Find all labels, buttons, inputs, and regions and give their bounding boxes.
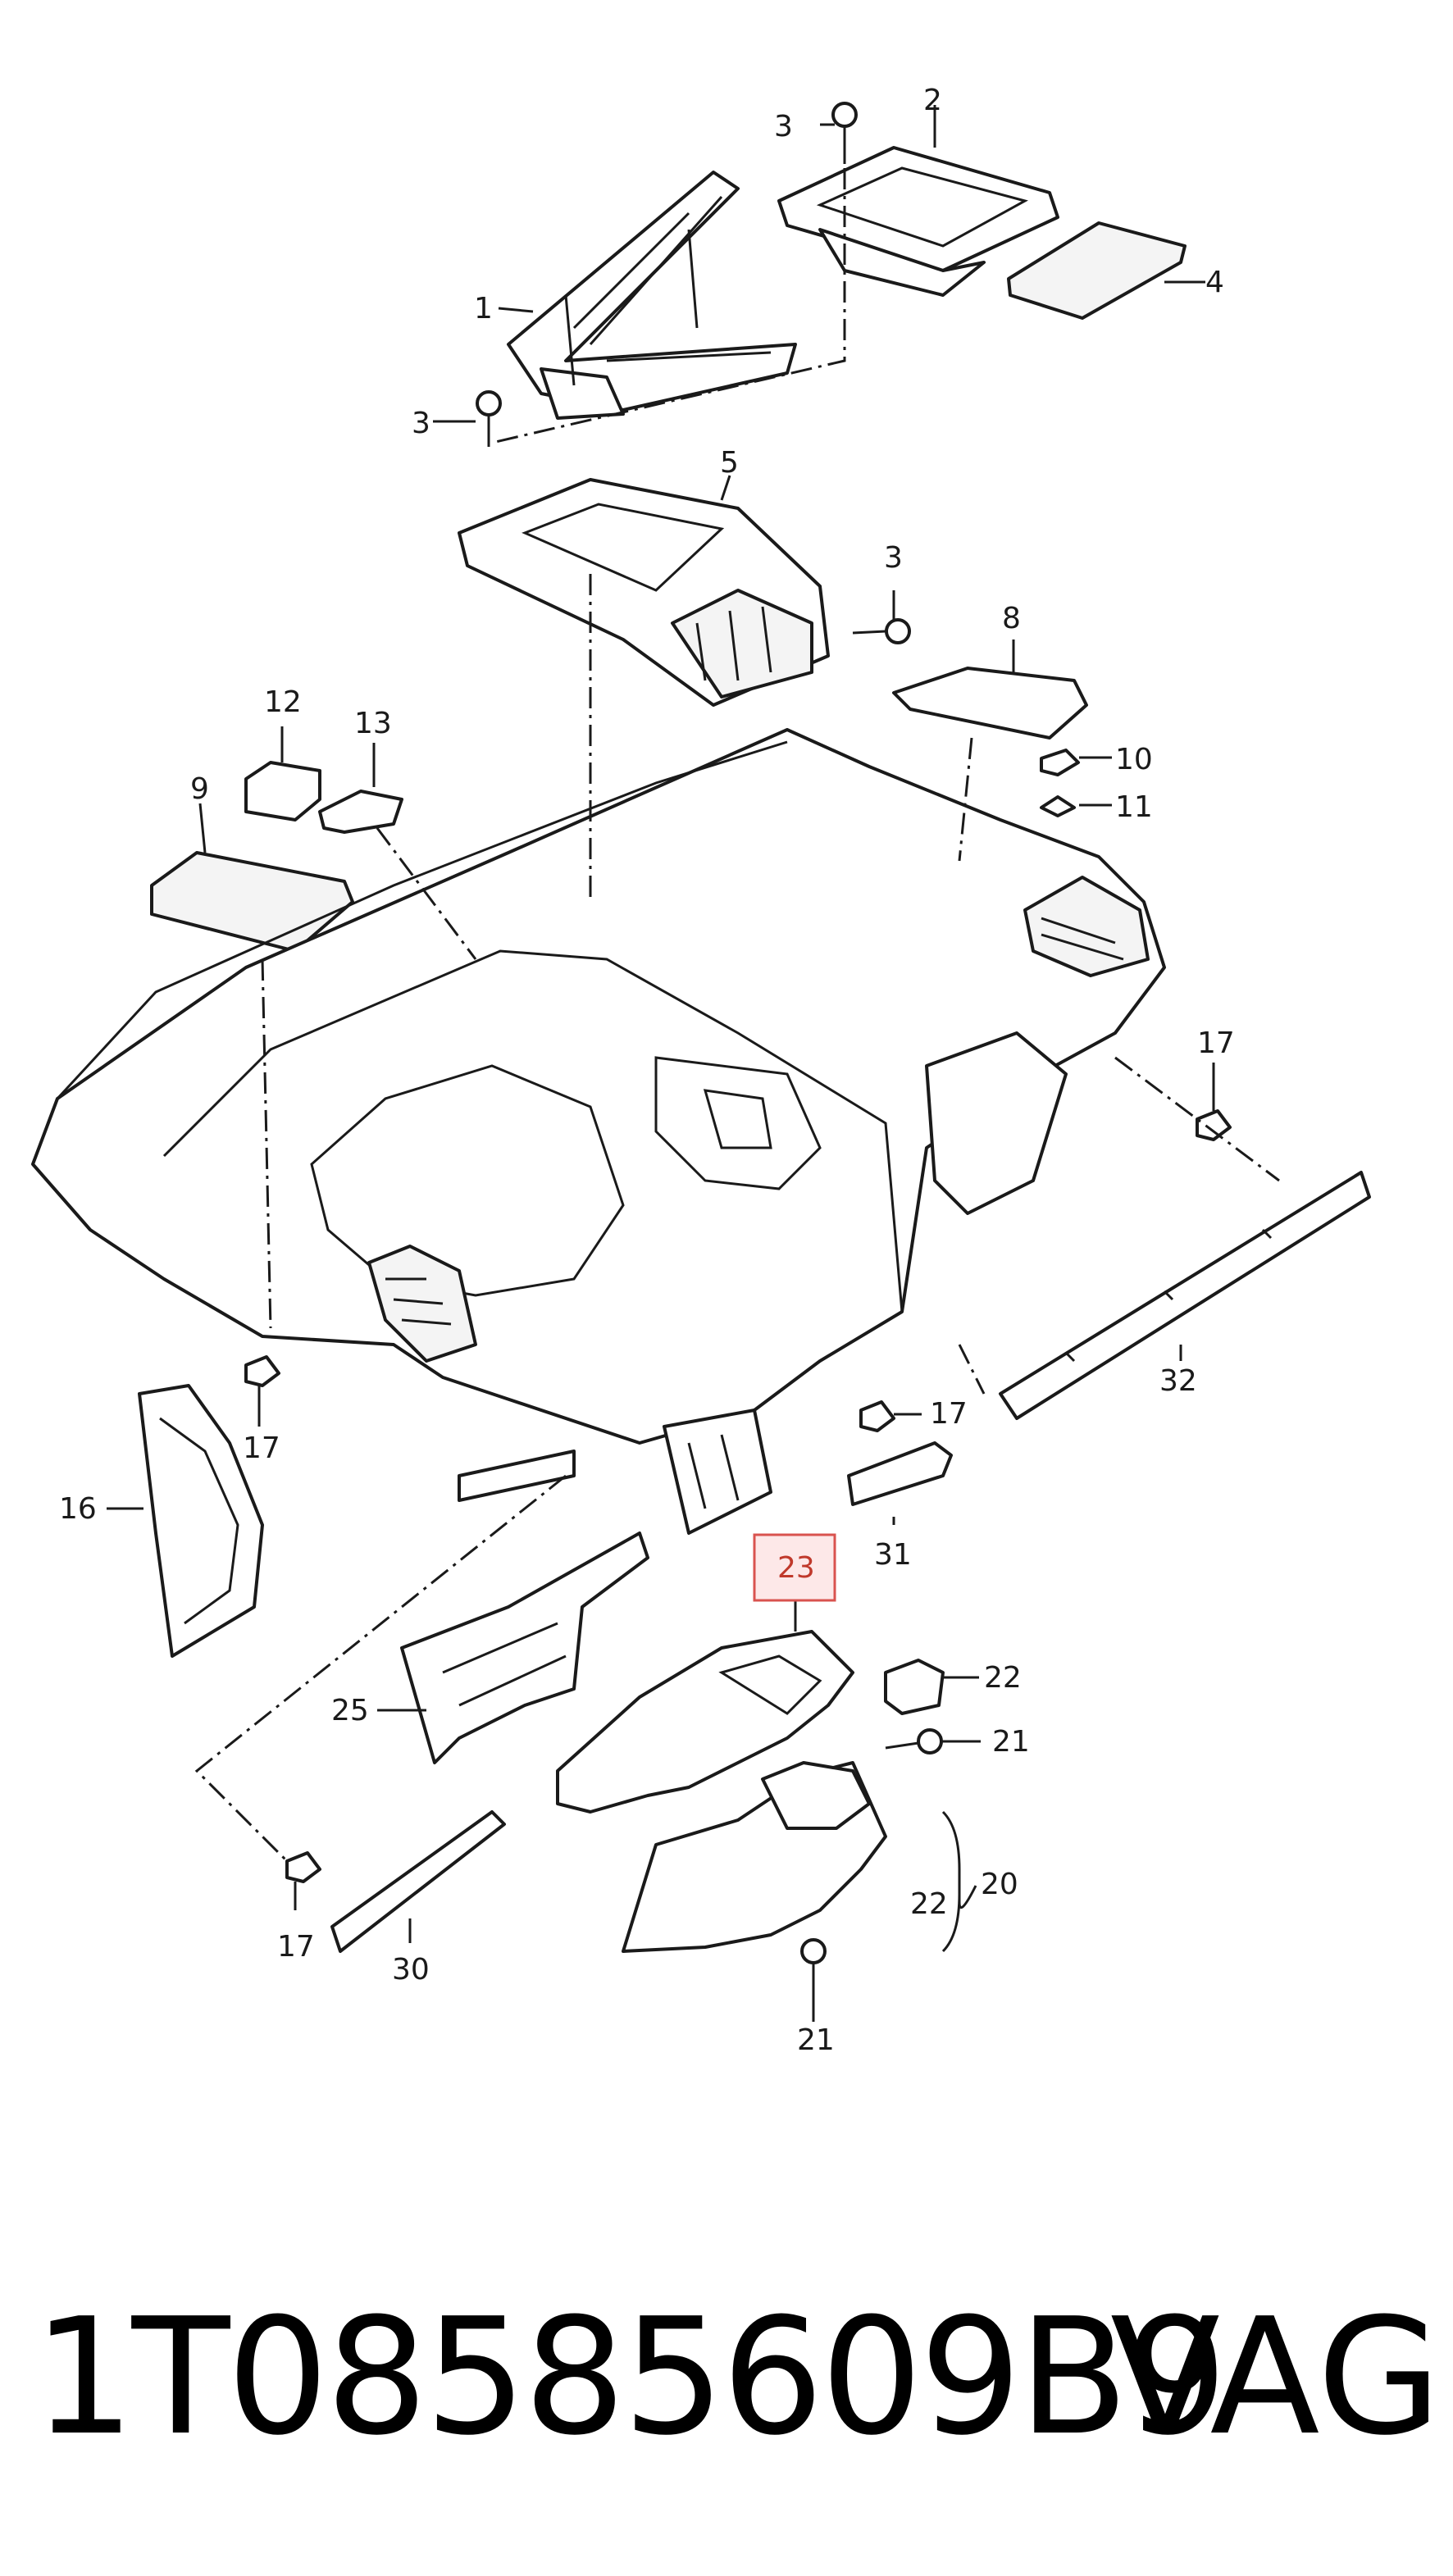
part-5-center-vent-frame [458, 478, 830, 707]
clip-10 [1040, 749, 1080, 776]
callout-3-top: 3 [774, 110, 793, 143]
screw-3-right [852, 618, 911, 644]
callout-32: 32 [1159, 1364, 1197, 1398]
callout-10: 10 [1115, 743, 1153, 776]
callout-2: 2 [923, 84, 942, 117]
part-32-trim-strip [999, 1171, 1371, 1420]
callout-12: 12 [264, 685, 302, 719]
callout-31: 31 [874, 1538, 912, 1572]
screw-3-left [476, 390, 502, 447]
callout-25: 25 [331, 1694, 369, 1727]
part-8-cover [892, 667, 1088, 740]
part-20-column-cover-lower [622, 1761, 887, 1953]
callout-22-upper: 22 [984, 1661, 1022, 1695]
part-number: 1T08585609B9 [33, 2284, 1228, 2471]
footer: 1T08585609B9 VAG [0, 2287, 1453, 2468]
callout-labels: 1 2 3 3 3 4 5 8 9 10 11 12 13 16 17 17 1… [59, 84, 1235, 2057]
part-13-bracket [318, 790, 403, 834]
callout-17-right: 17 [1197, 1026, 1235, 1060]
leader-lines [107, 105, 1215, 2022]
callout-21-upper: 21 [992, 1725, 1030, 1759]
callout-5: 5 [720, 446, 739, 480]
assembly-lines [194, 168, 1280, 1863]
part-1-storage-frame [507, 171, 797, 420]
part-31-trim-strip [847, 1441, 953, 1506]
part-22-switch [884, 1659, 945, 1715]
callout-16: 16 [59, 1492, 97, 1526]
callout-17-bottom: 17 [277, 1930, 315, 1964]
callout-21-lower: 21 [797, 2023, 835, 2057]
dashboard-main-body [31, 728, 1166, 1535]
callout-13: 13 [354, 707, 392, 740]
clip-17-right [1196, 1109, 1232, 1141]
callout-4: 4 [1205, 266, 1224, 299]
part-12-bracket [244, 761, 321, 821]
callout-30: 30 [392, 1953, 430, 1987]
callout-9: 9 [190, 772, 209, 806]
part-4-mat [1007, 221, 1187, 320]
screw-21-upper [885, 1728, 943, 1755]
callout-17-center: 17 [930, 1397, 968, 1431]
clip-11 [1040, 795, 1076, 817]
part-25-knee-panel [400, 1531, 649, 1764]
callout-8: 8 [1002, 602, 1021, 635]
part-23-column-cover-upper [556, 1630, 854, 1814]
callout-11: 11 [1115, 790, 1153, 824]
callout-1: 1 [474, 292, 493, 325]
part-30-trim-strip [330, 1810, 506, 1953]
clip-17-center [859, 1400, 895, 1432]
callout-23-highlight [753, 1533, 836, 1602]
clip-17-bottom [285, 1851, 321, 1883]
callout-3-left: 3 [412, 407, 430, 440]
callout-22-lower: 22 [910, 1887, 948, 1921]
callout-23: 23 [777, 1551, 815, 1585]
part-16-side-trim [138, 1384, 264, 1658]
brand-name: VAG [1109, 2284, 1442, 2471]
clip-17-left [244, 1355, 280, 1387]
callout-17-left: 17 [243, 1431, 280, 1465]
part-2-tray [777, 146, 1059, 297]
screw-3-top [831, 102, 858, 164]
screw-21-lower [800, 1938, 827, 1984]
callout-3-right: 3 [884, 541, 903, 575]
callout-20: 20 [981, 1868, 1018, 1901]
